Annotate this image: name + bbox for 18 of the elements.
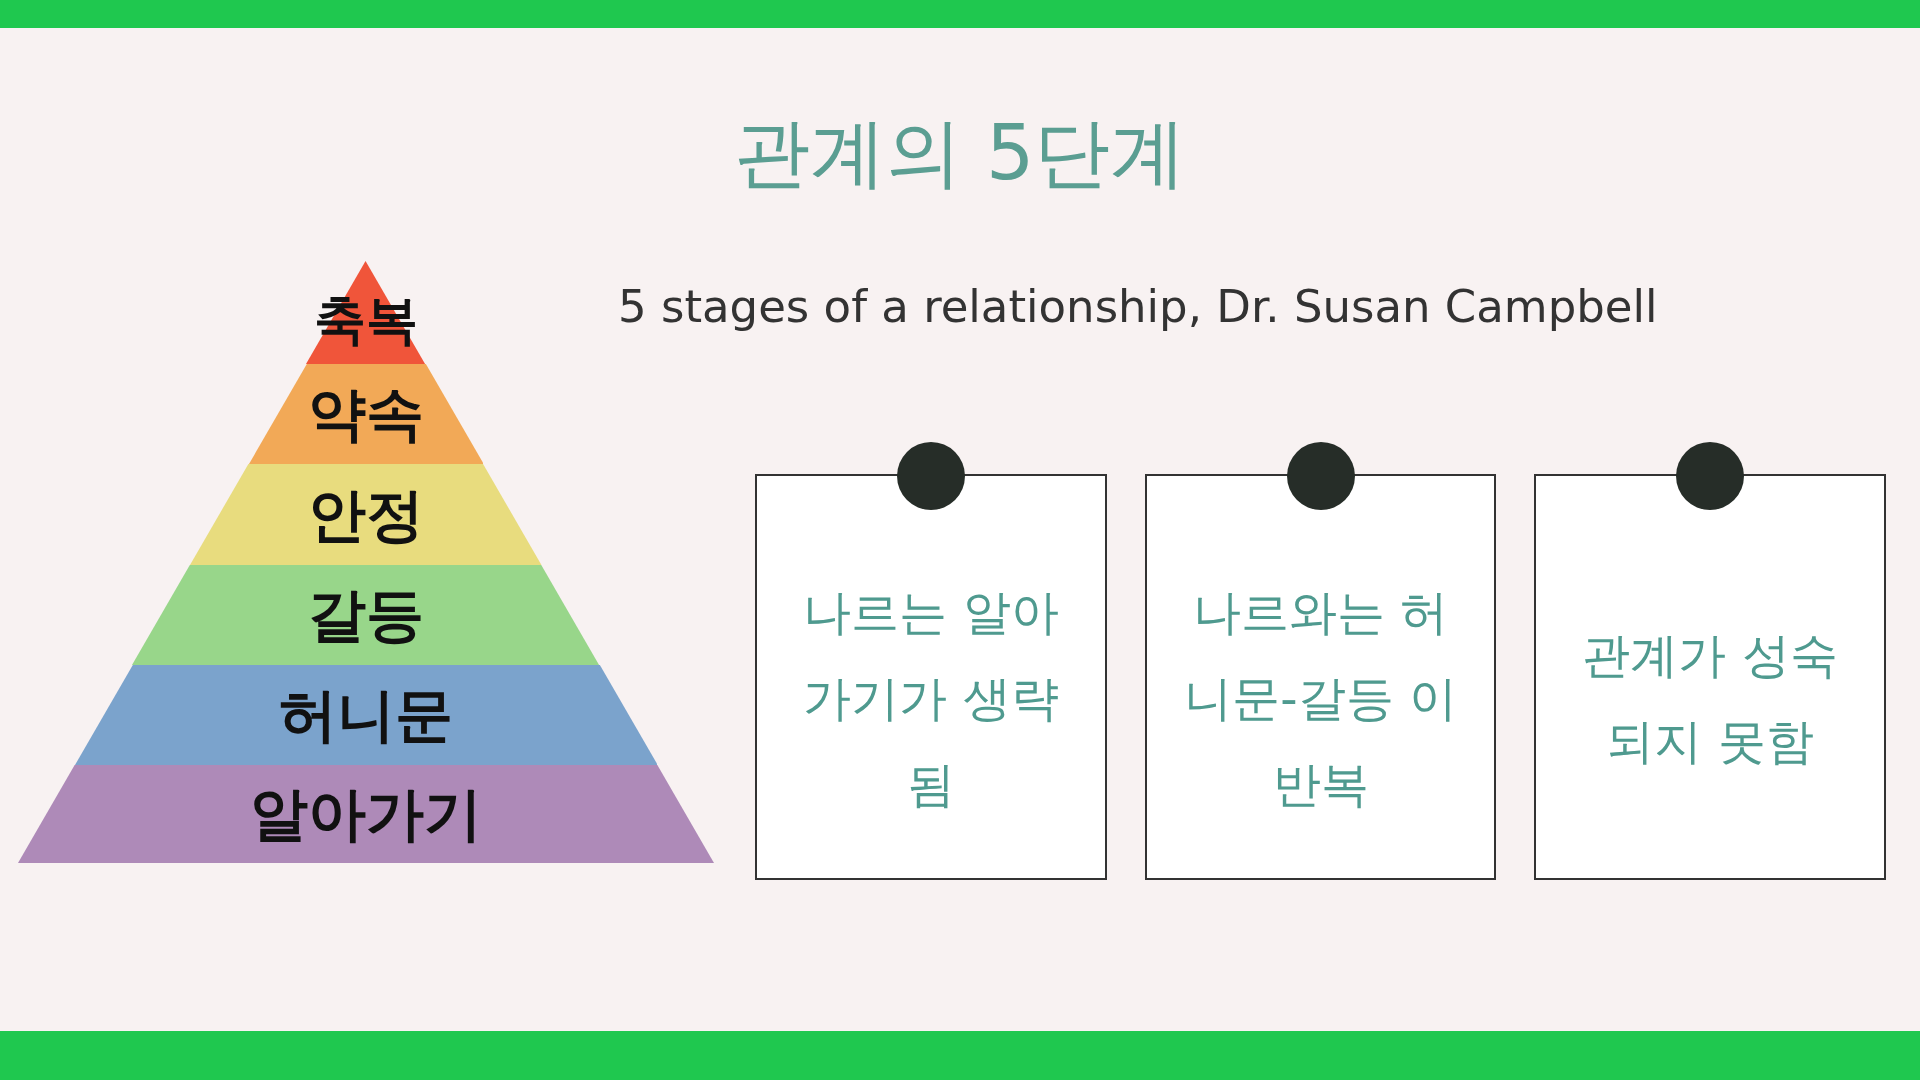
level-label: 갈등 xyxy=(307,586,425,644)
level-label: 알아가기 xyxy=(249,785,483,843)
pyramid-level xyxy=(18,765,714,863)
pyramid-level xyxy=(248,364,484,464)
level-label: 약속 xyxy=(307,385,425,443)
note-card xyxy=(1534,474,1886,880)
card-text: 나르는 알아가기가 생략됨 xyxy=(802,583,1060,814)
level-label: 허니문 xyxy=(278,686,454,744)
subtitle: 5 stages of a relationship, Dr. Susan Campbell xyxy=(618,284,1658,329)
pyramid-level xyxy=(74,665,658,765)
pyramid-level xyxy=(132,565,600,665)
card-text: 관계가 성숙되지 못함 xyxy=(1581,626,1839,771)
pyramid-level xyxy=(190,464,542,565)
title: 관계의 5단계 xyxy=(732,115,1188,191)
level-label: 안정 xyxy=(307,485,425,544)
note-card xyxy=(1145,474,1496,880)
note-card xyxy=(755,474,1107,880)
card-text: 나르와는 허니문-갈등 이 반복 xyxy=(1183,583,1458,814)
